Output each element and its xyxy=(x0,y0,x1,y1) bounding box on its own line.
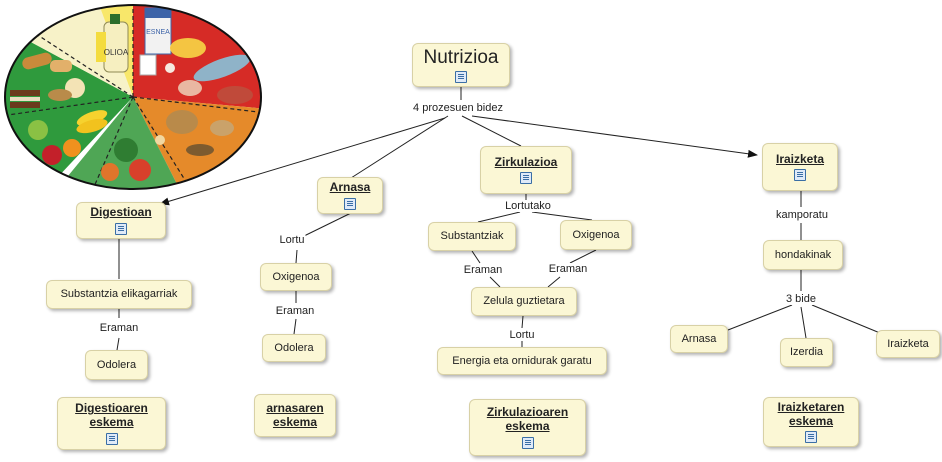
food-plate-illustration: OLIOA ESNEA xyxy=(4,4,262,190)
concept-text: Oxigenoa xyxy=(272,270,320,283)
concept-arnasa[interactable]: Arnasa xyxy=(317,177,383,214)
link-eraman: Eraman xyxy=(462,264,504,276)
root-link-phrase: 4 prozesuen bidez xyxy=(412,102,504,114)
concept-oxigenoa[interactable]: Oxigenoa xyxy=(260,263,332,291)
concept-text: Arnasa xyxy=(681,332,717,345)
concept-iraizketaren-eskema[interactable]: Iraizketaren eskema xyxy=(763,397,859,447)
concept-text: hondakinak xyxy=(774,248,832,261)
concept-text: Odolera xyxy=(96,358,137,371)
milk-carton-label: ESNEA xyxy=(146,29,170,36)
concept-text: Zirkulazioa xyxy=(494,154,558,169)
concept-hondakinak[interactable]: hondakinak xyxy=(763,240,843,270)
concept-text: Odolera xyxy=(274,341,314,354)
concept-zelula-guztietara[interactable]: Zelula guztietara xyxy=(471,287,577,316)
concept-text: Substantzia elikagarriak xyxy=(60,288,178,301)
concept-izerdia[interactable]: Izerdia xyxy=(780,338,833,367)
concept-arnasa-way[interactable]: Arnasa xyxy=(670,325,728,353)
concept-text: Digestioaren eskema xyxy=(75,401,148,429)
link-lortu: Lortu xyxy=(278,234,306,246)
concept-text: arnasaren eskema xyxy=(266,400,324,429)
concept-text: Izerdia xyxy=(789,346,824,359)
root-concept-nutrizioa[interactable]: Nutrizioa xyxy=(412,43,510,87)
concept-odolera[interactable]: Odolera xyxy=(85,350,148,380)
concept-energia-eta-ornidurak-garatu[interactable]: Energia eta ornidurak garatu xyxy=(437,347,607,375)
concept-text: Oxigenoa xyxy=(572,228,620,241)
concept-text: Substantziak xyxy=(440,230,504,243)
resource-doc-icon[interactable] xyxy=(344,197,356,210)
concept-odolera[interactable]: Odolera xyxy=(262,334,326,362)
link-eraman: Eraman xyxy=(98,322,140,334)
concept-zirkulazioa[interactable]: Zirkulazioa xyxy=(480,146,572,194)
resource-doc-icon[interactable] xyxy=(521,436,534,449)
link-eraman: Eraman xyxy=(547,263,589,275)
concept-digestioaren-eskema[interactable]: Digestioaren eskema xyxy=(57,397,166,450)
concept-oxigenoa[interactable]: Oxigenoa xyxy=(560,220,632,250)
concept-arnasaren-eskema[interactable]: arnasaren eskema xyxy=(254,394,336,437)
concept-text: Iraizketa xyxy=(887,337,929,350)
link-lortutako: Lortutako xyxy=(504,200,552,212)
resource-doc-icon[interactable] xyxy=(105,432,118,445)
resource-doc-icon[interactable] xyxy=(520,172,532,185)
concept-text: Zirkulazioaren eskema xyxy=(486,405,569,433)
link-lortu: Lortu xyxy=(508,329,536,341)
concept-text: Iraizketaren eskema xyxy=(777,399,845,428)
link-eraman: Eraman xyxy=(274,305,316,317)
concept-zirkulazioaren-eskema[interactable]: Zirkulazioaren eskema xyxy=(469,399,586,456)
concept-text: Energia eta ornidurak garatu xyxy=(452,354,592,367)
concept-iraizketa-way[interactable]: Iraizketa xyxy=(876,330,940,358)
resource-doc-icon[interactable] xyxy=(455,71,467,84)
concept-text: Arnasa xyxy=(329,180,371,195)
concept-digestioan[interactable]: Digestioan xyxy=(76,202,166,239)
concept-substantzia-elikagarriak[interactable]: Substantzia elikagarriak xyxy=(46,280,192,309)
oil-bottle-label: OLIOA xyxy=(104,48,129,57)
resource-doc-icon[interactable] xyxy=(115,222,127,235)
resource-doc-icon[interactable] xyxy=(794,169,806,182)
resource-doc-icon[interactable] xyxy=(805,431,817,444)
concept-iraizketa[interactable]: Iraizketa xyxy=(762,143,838,191)
concept-digestioan-title: Digestioan xyxy=(90,205,152,220)
concept-substantziak[interactable]: Substantziak xyxy=(428,222,516,251)
concept-text: Zelula guztietara xyxy=(483,295,565,308)
link-3-bide: 3 bide xyxy=(785,293,817,305)
link-kamporatu: kamporatu xyxy=(775,209,829,221)
concept-text: Iraizketa xyxy=(775,151,825,166)
root-concept-title: Nutrizioa xyxy=(423,46,499,68)
